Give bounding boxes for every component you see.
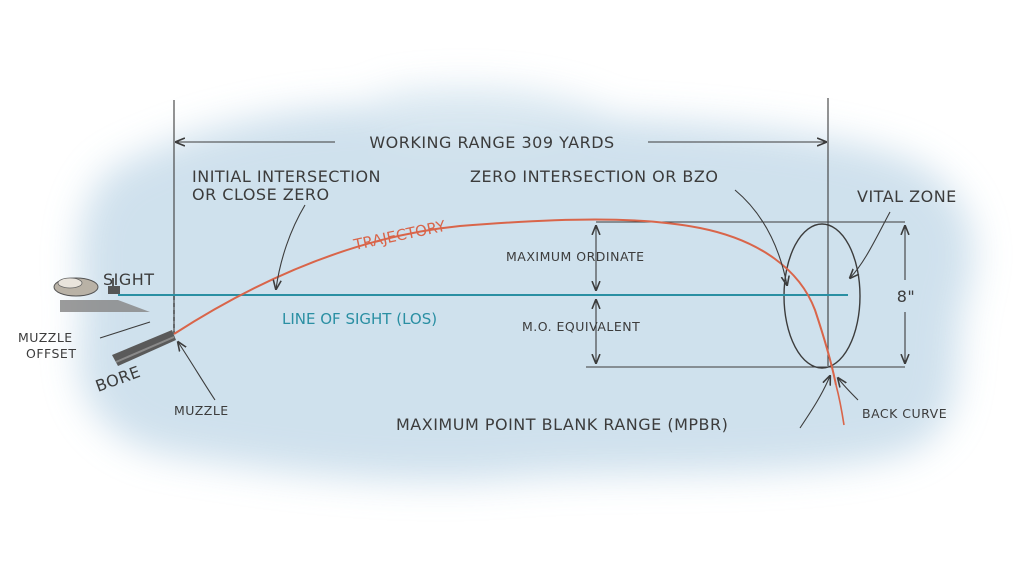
barrel-icon	[112, 330, 176, 366]
back-curve-leader	[838, 378, 859, 401]
zero-intersection-leader	[734, 189, 787, 285]
initial-intersection-label-line1: INITIAL INTERSECTION	[192, 167, 381, 186]
scope-icon	[53, 277, 150, 312]
back-curve-label: BACK CURVE	[862, 406, 947, 421]
muzzle-offset-label-line1: MUZZLE	[18, 330, 73, 345]
back-curve-extension	[835, 384, 845, 426]
mo-equivalent-label: M.O. EQUIVALENT	[522, 319, 640, 334]
background-wash	[78, 87, 974, 482]
line-of-sight-label: LINE OF SIGHT (LOS)	[282, 310, 437, 328]
muzzle-offset-label-line2: OFFSET	[26, 346, 76, 361]
initial-intersection-leader	[276, 204, 306, 289]
muzzle-leader	[178, 342, 216, 401]
maximum-ordinate-label: MAXIMUM ORDINATE	[506, 249, 645, 264]
mpbr-leader	[799, 376, 830, 429]
mpbr-label: MAXIMUM POINT BLANK RANGE (MPBR)	[396, 415, 728, 434]
sight-label: SIGHT	[103, 270, 155, 289]
zero-intersection-label: ZERO INTERSECTION OR BZO	[470, 167, 718, 186]
vital-zone-label: VITAL ZONE	[857, 187, 957, 206]
vital-zone-leader	[850, 211, 891, 278]
eight-inch-label: 8"	[897, 287, 916, 306]
muzzle-offset-leader	[99, 321, 151, 339]
muzzle-label: MUZZLE	[174, 403, 229, 418]
initial-intersection-label-line2: OR CLOSE ZERO	[192, 185, 330, 204]
trajectory-curve	[173, 218, 837, 386]
working-range-label: WORKING RANGE 309 YARDS	[369, 133, 614, 152]
